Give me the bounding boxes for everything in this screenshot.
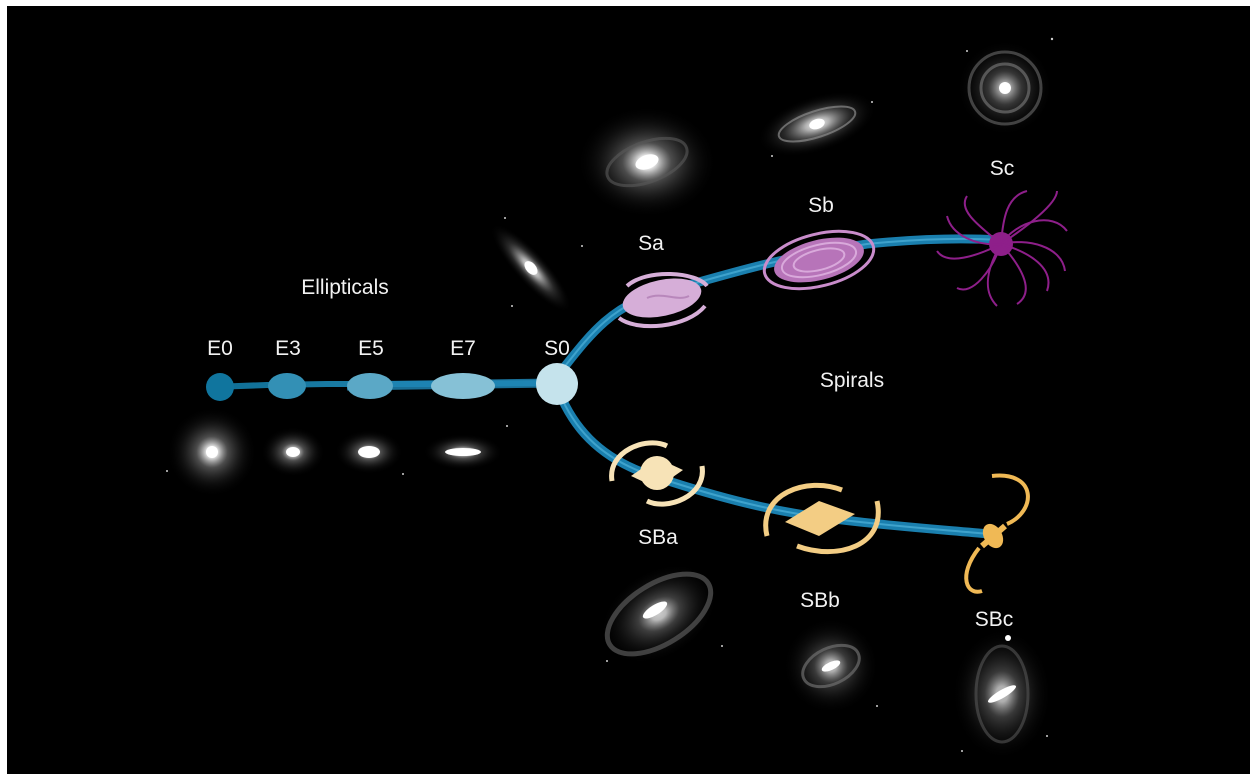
label-e0: E0 <box>207 337 233 360</box>
label-sc: Sc <box>990 157 1015 180</box>
label-e7: E7 <box>450 337 476 360</box>
tuning-fork-diagram: Ellipticals Spirals E0 E3 E5 E7 S0 Sa Sb… <box>7 6 1250 774</box>
group-label-ellipticals: Ellipticals <box>301 276 389 299</box>
photo-e0 <box>167 407 257 497</box>
group-label-spirals: Spirals <box>820 369 884 392</box>
label-e3: E3 <box>275 337 301 360</box>
node-s0 <box>536 363 578 405</box>
node-e5 <box>347 373 393 399</box>
node-sbc <box>964 473 1030 594</box>
photo-sb <box>757 91 877 157</box>
photo-sbb <box>783 618 879 714</box>
node-e0 <box>206 373 234 401</box>
label-sa: Sa <box>638 232 664 255</box>
hubble-sequence-svg: Ellipticals Spirals E0 E3 E5 E7 S0 Sa Sb… <box>166 37 1068 760</box>
label-sba: SBa <box>638 526 678 549</box>
label-e5: E5 <box>358 337 384 360</box>
background-stars <box>166 37 1054 752</box>
label-s0: S0 <box>544 337 570 360</box>
label-sb: Sb <box>808 194 834 217</box>
node-sb <box>762 229 876 291</box>
node-sc <box>936 190 1068 307</box>
spiral-branch-highlight <box>556 237 1000 377</box>
photo-e7 <box>423 434 503 470</box>
photo-sbc <box>952 628 1052 760</box>
node-sbb <box>763 482 881 555</box>
node-sa <box>617 272 709 329</box>
photo-sba <box>599 563 719 665</box>
photo-e3 <box>261 427 325 477</box>
node-e3 <box>268 373 306 399</box>
barred-branch-highlight <box>558 391 990 535</box>
label-sbc: SBc <box>975 608 1014 631</box>
photo-sa <box>577 106 717 218</box>
photo-e5 <box>335 430 403 474</box>
node-sba <box>609 440 705 507</box>
label-sbb: SBb <box>800 589 840 612</box>
photo-s0-edge-on <box>490 223 572 313</box>
node-e7 <box>431 373 495 399</box>
photo-sc <box>957 40 1053 136</box>
